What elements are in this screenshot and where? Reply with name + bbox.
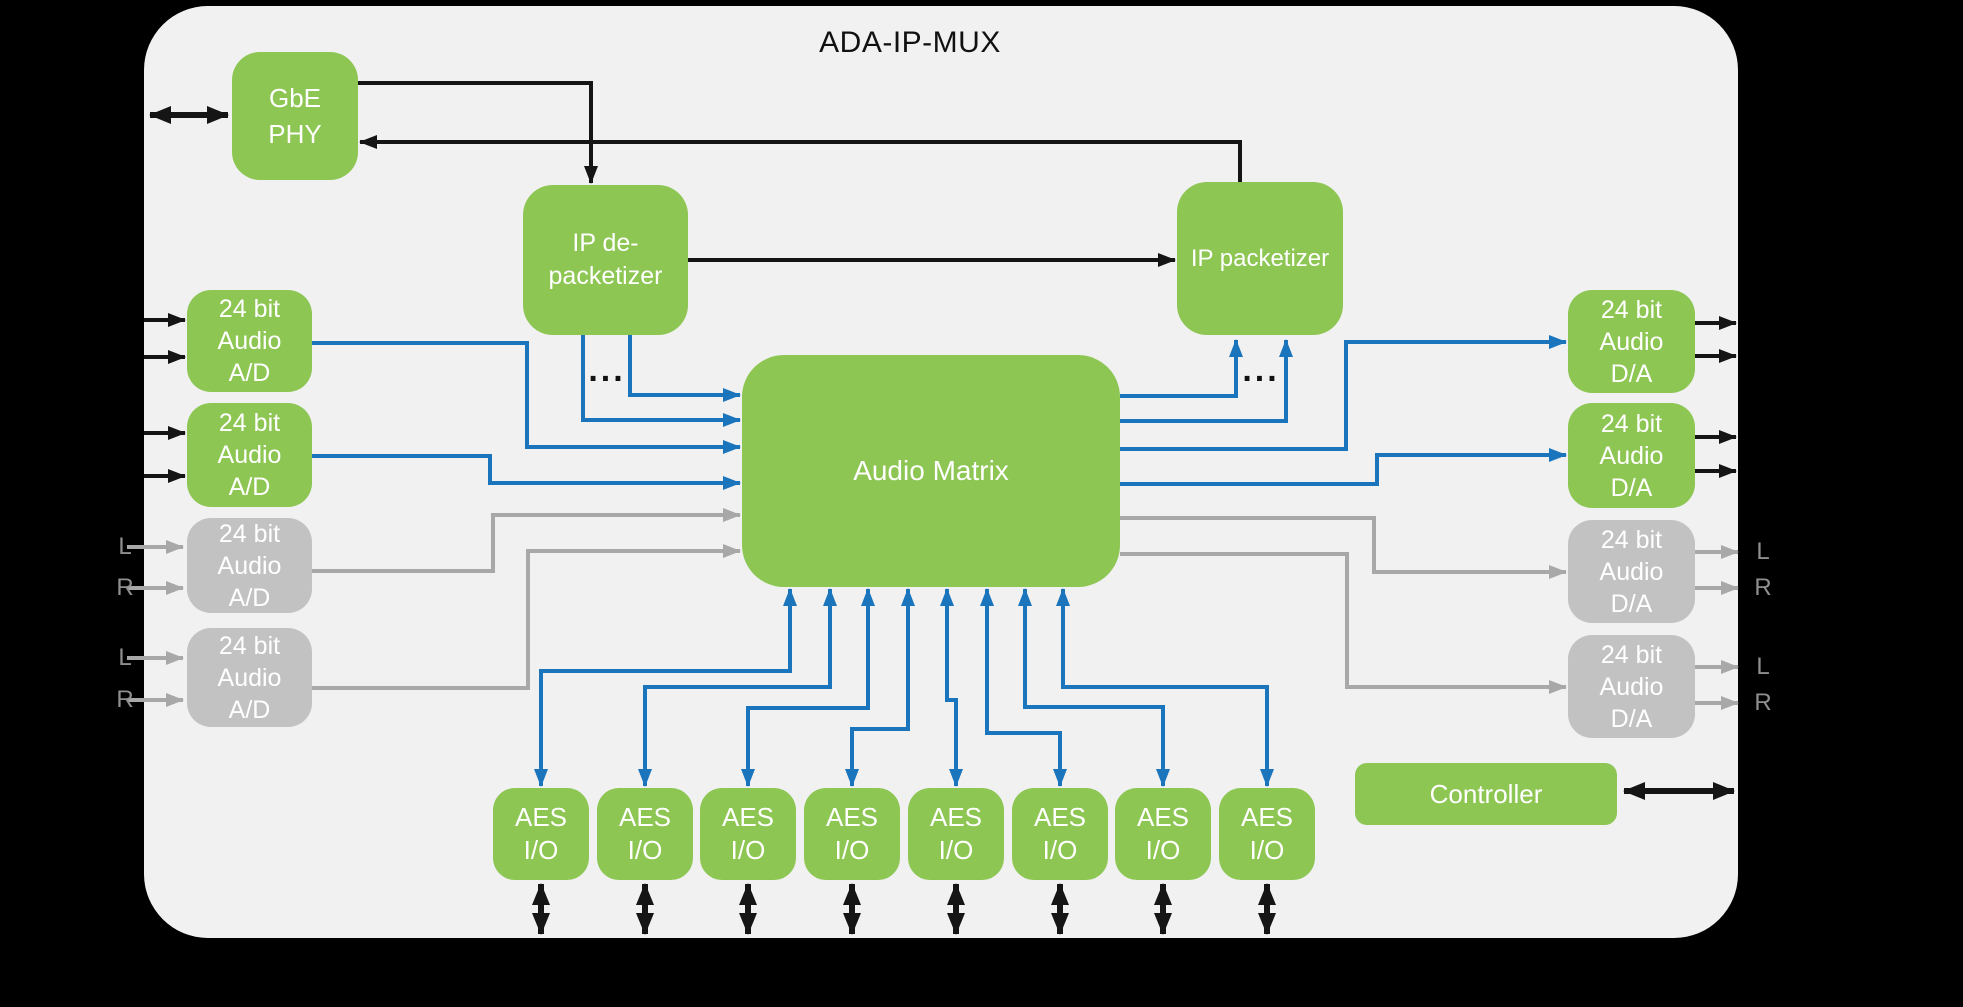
gbe-phy-label-line2: PHY	[268, 119, 322, 149]
ip-packetizer-label: IP packetizer	[1190, 244, 1330, 272]
adc4-right-channel-label: R	[116, 686, 134, 713]
dac4-right-channel-label: R	[1754, 689, 1772, 716]
controller-block: Controller	[1355, 763, 1617, 825]
dac3-label-line1: 24 bit	[1600, 525, 1663, 554]
dac4-label-line1: 24 bit	[1600, 640, 1663, 669]
adc4-label-line2: Audio	[217, 663, 282, 692]
dac3-label-line3: D/A	[1610, 589, 1653, 618]
aes6-label-line2: I/O	[1042, 835, 1078, 865]
dac-block-1: 24 bit Audio D/A	[1568, 290, 1695, 393]
ip-depacketizer-block: IP de- packetizer	[523, 185, 688, 335]
adc3-label-line2: Audio	[217, 551, 282, 580]
diagram-title: ADA-IP-MUX	[819, 26, 1001, 59]
adc1-label-line2: Audio	[217, 327, 282, 355]
adc4-label-line3: A/D	[228, 695, 271, 724]
adc4-label-line1: 24 bit	[218, 631, 281, 660]
audio-matrix-label: Audio Matrix	[853, 455, 1009, 486]
aes4-label-line2: I/O	[834, 835, 870, 865]
aes8-label-line1: AES	[1240, 802, 1294, 832]
aes1-label-line2: I/O	[523, 835, 559, 865]
gbe-phy-block: GbE PHY	[232, 52, 358, 180]
dac2-label-line2: Audio	[1599, 441, 1664, 470]
aes6-label-line1: AES	[1033, 802, 1087, 832]
aes7-label-line2: I/O	[1145, 835, 1181, 865]
adc3-label-line3: A/D	[228, 583, 271, 612]
dac1-label-line2: Audio	[1599, 327, 1664, 356]
adc3-left-channel-label: L	[118, 533, 132, 560]
dac1-label-line3: D/A	[1610, 359, 1653, 388]
aes3-label-line1: AES	[721, 802, 775, 832]
aes5-label-line1: AES	[929, 802, 983, 832]
adc-block-2: 24 bit Audio A/D	[187, 403, 312, 507]
audio-matrix-block: Audio Matrix	[742, 355, 1120, 587]
adc-block-3: 24 bit Audio A/D	[187, 518, 312, 613]
dac4-label-line3: D/A	[1610, 704, 1653, 733]
gbe-phy-label-line1: GbE	[268, 83, 322, 113]
adc2-label-line2: Audio	[217, 441, 282, 469]
adc3-right-channel-label: R	[116, 574, 134, 601]
aes8-label-line2: I/O	[1249, 835, 1285, 865]
adc2-label-line3: A/D	[228, 473, 271, 501]
dac3-label-line2: Audio	[1599, 557, 1664, 586]
dac2-label-line3: D/A	[1610, 473, 1653, 502]
ip-packetizer-block: IP packetizer	[1177, 182, 1343, 335]
aes4-label-line1: AES	[825, 802, 879, 832]
aes1-label-line1: AES	[514, 802, 568, 832]
ip-depacketizer-label-line2: packetizer	[548, 262, 663, 290]
controller-label: Controller	[1429, 778, 1543, 809]
aes7-label-line1: AES	[1136, 802, 1190, 832]
adc-block-1: 24 bit Audio A/D	[187, 290, 312, 392]
ip-depacketizer-label-line1: IP de-	[572, 229, 639, 257]
aes5-label-line2: I/O	[938, 835, 974, 865]
dac1-label-line1: 24 bit	[1600, 295, 1663, 324]
aes3-label-line2: I/O	[730, 835, 766, 865]
dac-block-2: 24 bit Audio D/A	[1568, 403, 1695, 508]
adc1-label-line1: 24 bit	[218, 295, 281, 323]
dac-block-3: 24 bit Audio D/A	[1568, 520, 1695, 623]
dac-block-4: 24 bit Audio D/A	[1568, 635, 1695, 738]
dac3-left-channel-label: L	[1756, 538, 1770, 565]
adc2-label-line1: 24 bit	[218, 409, 281, 437]
dac3-right-channel-label: R	[1754, 574, 1772, 601]
aes2-label-line1: AES	[618, 802, 672, 832]
dac4-label-line2: Audio	[1599, 672, 1664, 701]
aes2-label-line2: I/O	[627, 835, 663, 865]
adc3-label-line1: 24 bit	[218, 519, 281, 548]
dac2-label-line1: 24 bit	[1600, 409, 1663, 438]
depacketizer-channels-ellipsis: ...	[588, 351, 626, 389]
packetizer-channels-ellipsis: ...	[1242, 351, 1280, 389]
adc-block-4: 24 bit Audio A/D	[187, 628, 312, 727]
adc1-label-line3: A/D	[228, 359, 271, 387]
dac4-left-channel-label: L	[1756, 653, 1770, 680]
adc4-left-channel-label: L	[118, 644, 132, 671]
